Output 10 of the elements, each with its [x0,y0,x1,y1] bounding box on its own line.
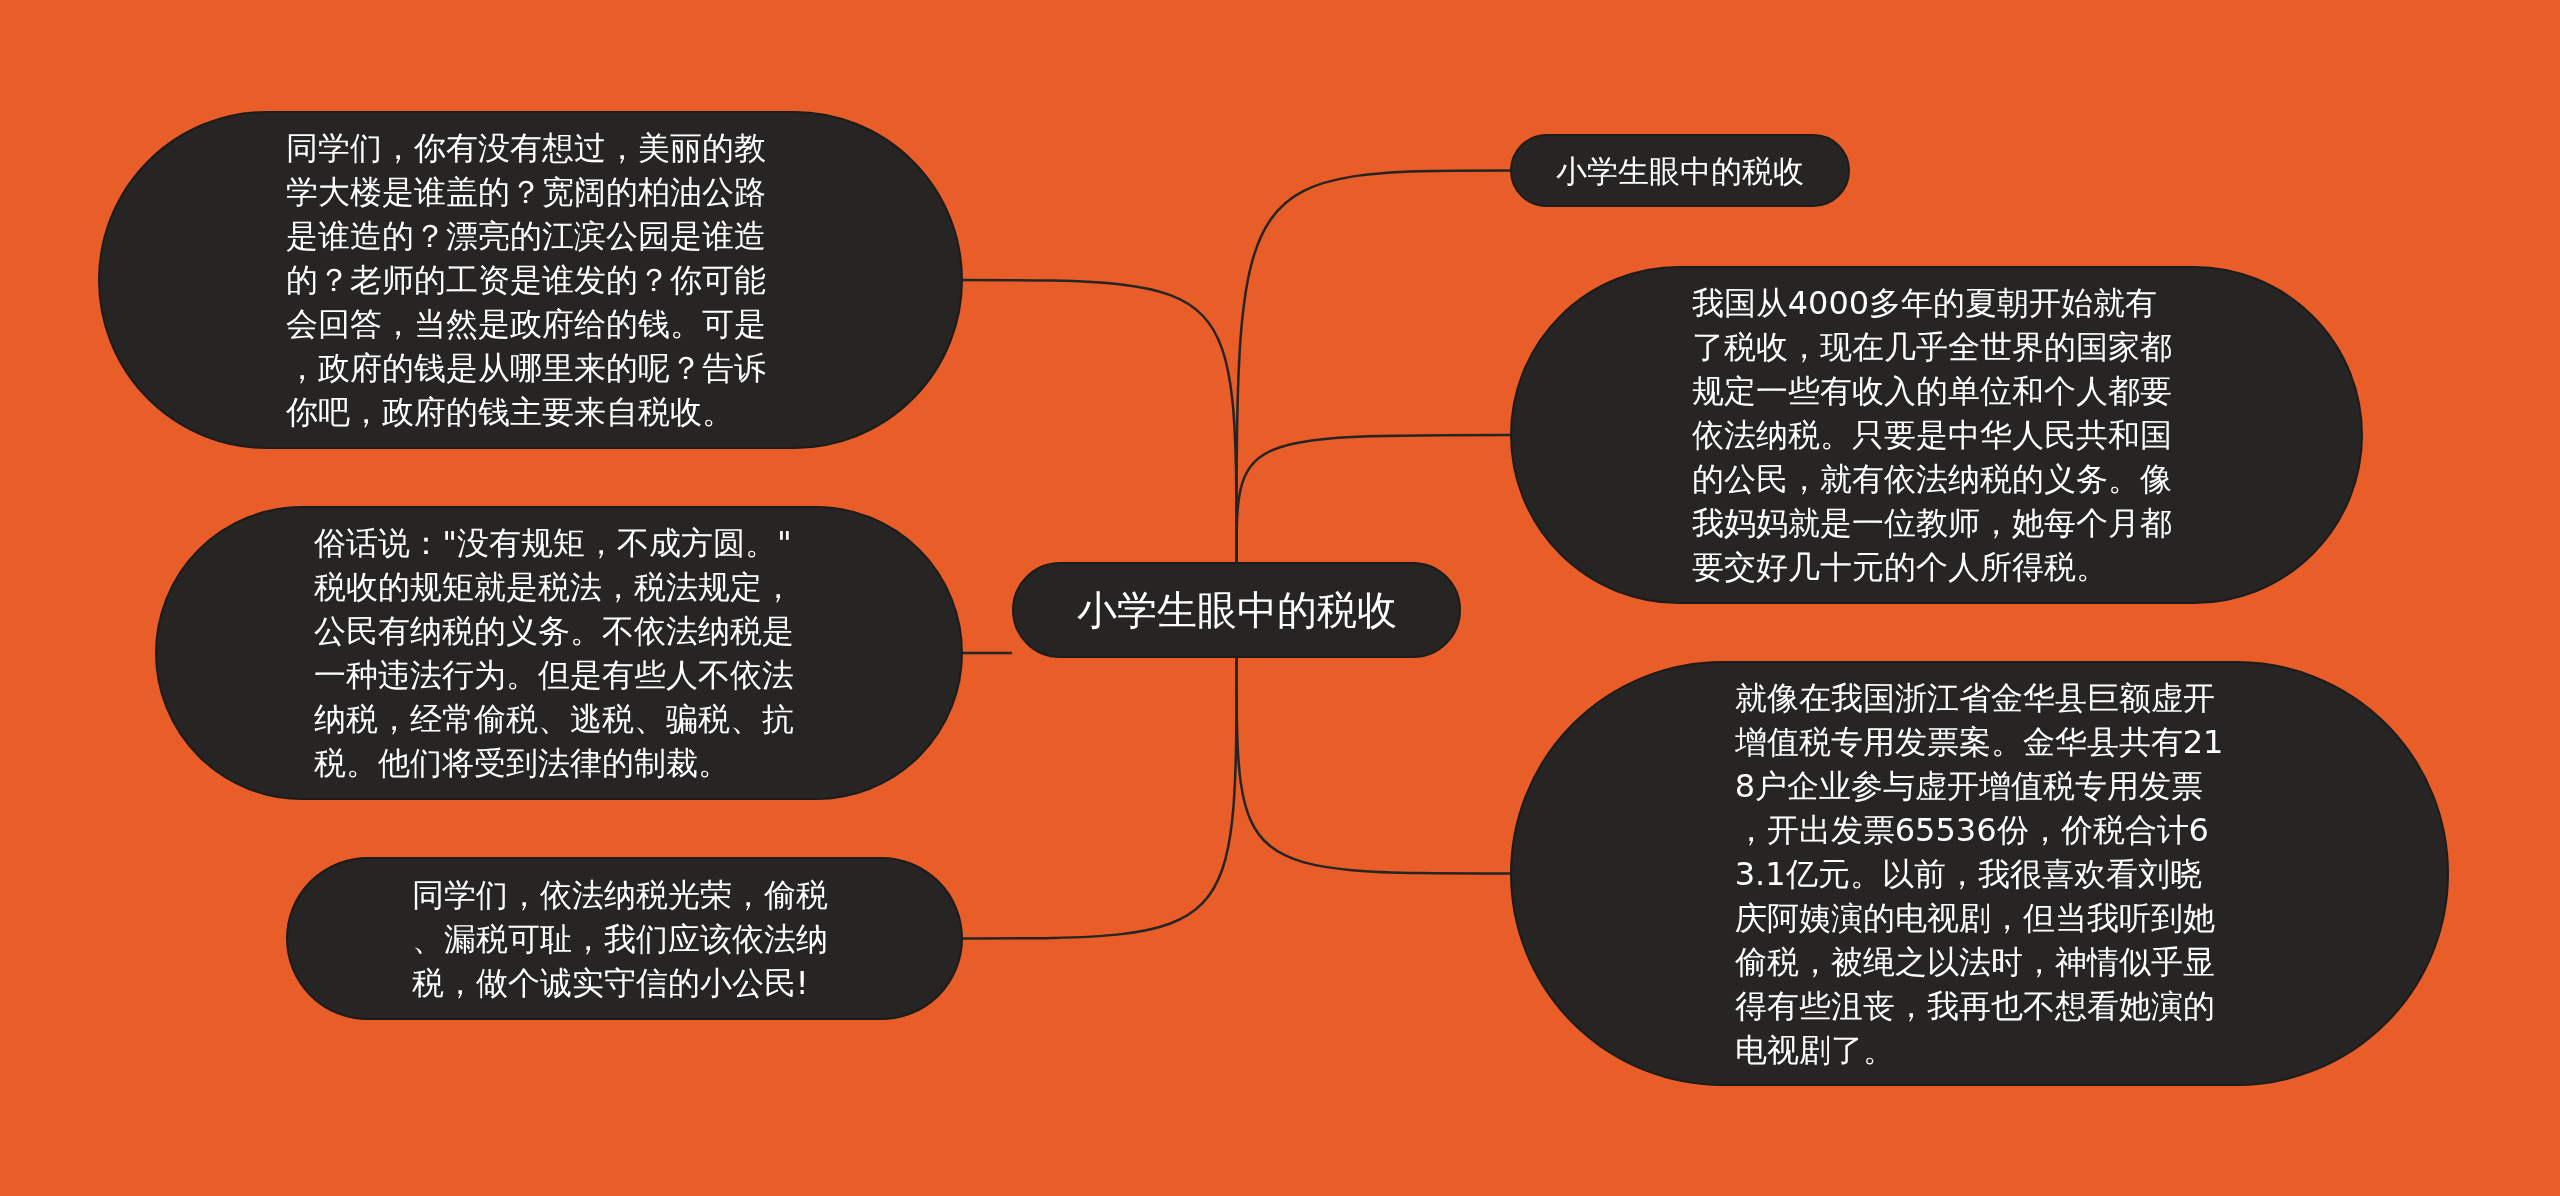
topic-text: 我国从4000多年的夏朝开始就有了税收，现在几乎全世界的国家都规定一些有收入的单位和个人都要依法纳税。只要是中华人民共和国的公民，就有依法纳税的义务。像我妈妈就是一位教师，她每个月都要交好几十元的个人所得税。 [1691,283,2173,588]
topic-text: 同学们，依法纳税光荣，偷税、漏税可耻，我们应该依法纳税，做个诚实守信的小公民! [411,874,829,1004]
topic-text: 俗话说："没有规矩，不成方圆。"税收的规矩就是税法，税法规定，公民有纳税的义务。不依法纳税是一种违法行为。但是有些人不依法纳税，经常偷税、逃税、骗税、抗税。他们将受到法律的制裁。 [314,523,796,784]
connector-line [963,651,1012,655]
topic-text: 就像在我国浙江省金华县巨额虚开增值税专用发票案。金华县共有218户企业参与虚开增值税专用发票，开出发票65536份，价税合计63.1亿元。以前，我很喜欢看刘晓庆阿姨演的电视剧，但当我听到她偷税，被绳之以法时，神情似乎显得有些沮丧，我再也不想看她演的电视剧了。 [1734,677,2225,1071]
topic-text: 小学生眼中的税收 [1556,151,1804,191]
connector-line [1235,433,1510,562]
connector-line [1235,658,1510,875]
topic-text: 小学生眼中的税收 [1076,586,1397,635]
topic-text: 同学们，你有没有想过，美丽的教学大楼是谁盖的？宽阔的柏油公路是谁造的？漂亮的江滨公园是谁造的？老师的工资是谁发的？你可能会回答，当然是政府给的钱。可是，政府的钱是从哪里来的呢？告诉你吧，政府的钱主要来自税收。 [285,128,767,433]
